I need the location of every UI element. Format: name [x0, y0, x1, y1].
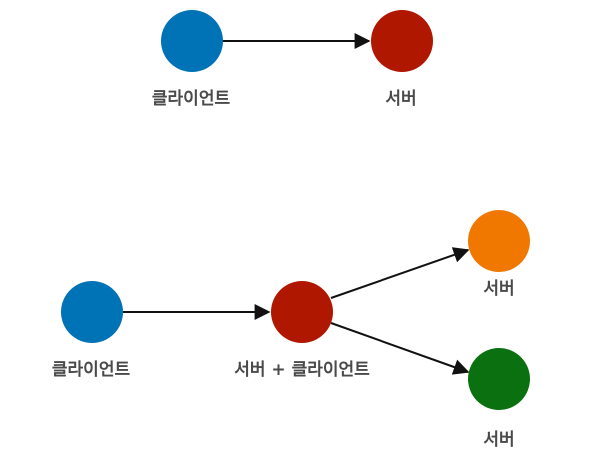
- edge-middle-to-server-upper: [330, 247, 470, 299]
- node-client-top: [161, 10, 223, 72]
- label-server-lower: 서버: [483, 430, 515, 450]
- label-server-upper: 서버: [483, 279, 515, 299]
- label-server-top: 서버: [385, 89, 417, 109]
- node-server-upper: [468, 210, 530, 272]
- label-client-top: 클라이언트: [151, 89, 231, 109]
- label-server-client-middle: 서버 + 클라이언트: [234, 360, 370, 380]
- node-client-bottom: [61, 281, 123, 343]
- node-server-lower: [468, 348, 530, 410]
- node-server-top: [371, 10, 433, 72]
- label-client-bottom: 클라이언트: [51, 360, 131, 380]
- edge-middle-to-server-lower: [330, 322, 470, 375]
- node-server-client-middle: [271, 281, 333, 343]
